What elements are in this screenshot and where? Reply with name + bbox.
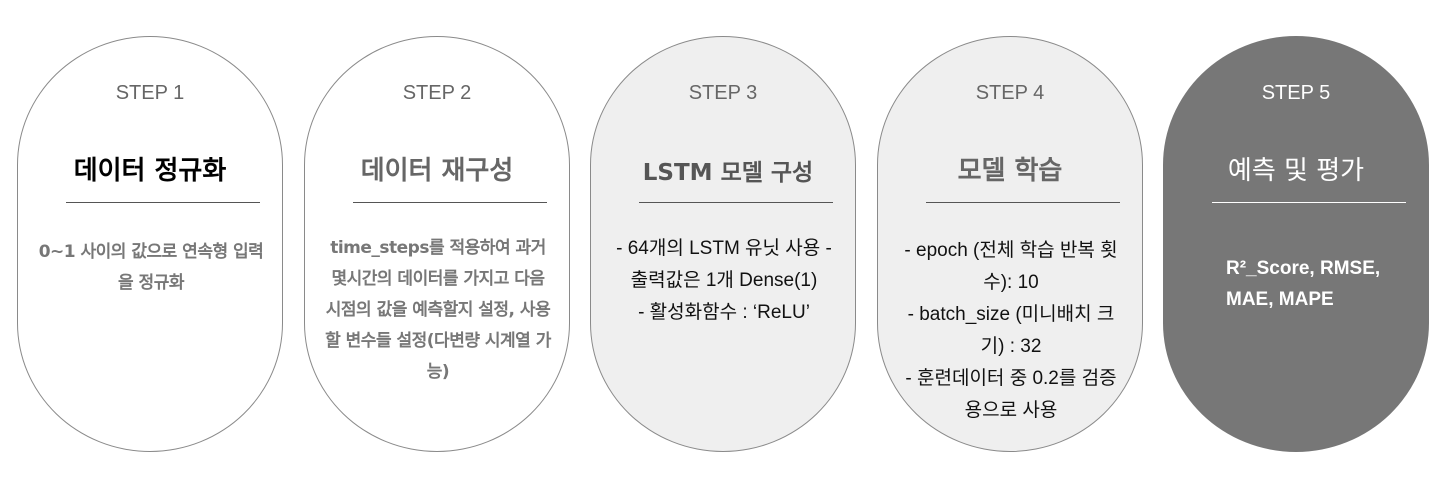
step-4-card: STEP 4 모델 학습 - epoch (전체 학습 반복 횟수): 10 -…	[877, 36, 1143, 452]
step-title: 데이터 정규화	[73, 156, 227, 186]
divider	[926, 202, 1120, 203]
divider	[66, 202, 260, 203]
step-label: STEP 2	[402, 82, 472, 104]
step-title: 데이터 재구성	[360, 156, 514, 186]
step-title: 예측 및 평가	[1227, 156, 1365, 186]
step-2-card: STEP 2 데이터 재구성 time_steps를 적용하여 과거 몇시간의 …	[304, 36, 570, 452]
step-label: STEP 5	[1261, 82, 1331, 104]
step-description: time_steps를 적용하여 과거 몇시간의 데이터를 가지고 다음 시점의…	[325, 238, 551, 382]
divider	[1212, 202, 1406, 203]
step-5-card: STEP 5 예측 및 평가 R²_Score, RMSE, MAE, MAPE	[1163, 36, 1429, 452]
step-description: - 64개의 LSTM 유닛 사용 - 출력값은 1개 Dense(1) - 활…	[616, 238, 832, 323]
step-description: 0~1 사이의 값으로 연속형 입력을 정규화	[38, 242, 264, 293]
step-title: LSTM 모델 구성	[642, 160, 814, 186]
step-label: STEP 1	[115, 82, 185, 104]
step-title: 모델 학습	[957, 156, 1063, 186]
divider	[639, 202, 833, 203]
divider	[353, 202, 547, 203]
step-description: - epoch (전체 학습 반복 횟수): 10 - batch_size (…	[904, 240, 1118, 421]
step-3-card: STEP 3 LSTM 모델 구성 - 64개의 LSTM 유닛 사용 - 출력…	[590, 36, 856, 452]
step-label: STEP 4	[975, 82, 1045, 104]
step-description: R²_Score, RMSE, MAE, MAPE	[1226, 258, 1381, 310]
step-1-card: STEP 1 데이터 정규화 0~1 사이의 값으로 연속형 입력을 정규화	[17, 36, 283, 452]
step-label: STEP 3	[688, 82, 758, 104]
